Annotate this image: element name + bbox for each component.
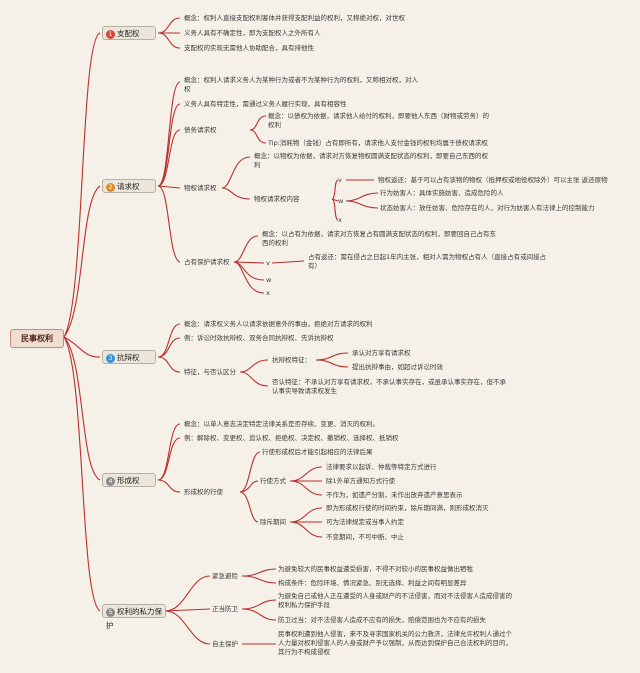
- property-claim-label: 物权请求权: [184, 184, 217, 192]
- b3-examples: 例：诉讼时效抗辩权、双务合同抗辩权、先诉抗辩权: [184, 334, 334, 342]
- exercise-way: 行使方式: [260, 477, 286, 485]
- marker-x: x: [338, 216, 342, 224]
- b2-concept: 概念：权利人请求义务人为某种行为或者不为某种行为的权利，又称相对权，对人权: [184, 76, 418, 93]
- branch-label: 形成权: [117, 476, 140, 485]
- defense-feature-1: 承认对方享有请求权: [352, 349, 411, 357]
- formation-exercise: 形成权的行使: [184, 488, 223, 496]
- b2-duty: 义务人具有特定性，需通过义务人履行实现，具有相容性: [184, 100, 347, 108]
- deny-feature: 否认特征：不承认对方享有请求权，不承认事实存在，或虽承认事实存在，但不承认事实导…: [272, 378, 506, 395]
- debt-claim-label: 债务请求权: [184, 126, 217, 134]
- act-disturber: 行为妨害人：具体实施妨害、造成危险的人: [380, 189, 504, 197]
- branch-label: 支配权: [117, 29, 140, 38]
- self-defense: 正当防卫: [212, 605, 238, 613]
- defense-feature-2: 提出抗辩事由，如超过诉讼时效: [352, 363, 443, 371]
- number-badge: 5: [106, 608, 115, 617]
- branch-label: 抗辩权: [117, 353, 140, 362]
- b4-examples: 例：解除权、变更权、追认权、拒绝权、决定权、撤销权、选择权、抵销权: [184, 434, 399, 442]
- self-protection-text: 民事权利遭到他人侵害，来不及寻求国家机关的公力救济，法律允许权利人通过个人力量对…: [278, 630, 512, 656]
- emergency-item-2: 构成条件：危险环境、情况紧急、别无选择、利益之间有明显差异: [278, 579, 467, 587]
- number-badge: 2: [106, 183, 115, 192]
- exclusion-period: 除斥期间: [260, 518, 286, 526]
- defense-item-1: 为避免自己或他人正在遭受的人身或财产的不法侵害，而对不法侵害人造成侵害的权利私力…: [278, 592, 512, 609]
- emergency-item-1: 为避免较大的民事权益遭受损害，不得不对较小的民事权益做出牺牲: [278, 565, 473, 573]
- property-claim-content: 物权请求权内容: [254, 195, 300, 203]
- emergency-avoidance: 紧急避险: [212, 572, 238, 580]
- marker-v: v: [338, 176, 342, 184]
- period-item-2: 可为法律规定或当事人约定: [326, 518, 404, 526]
- period-item-3: 不变期间，不可中断、中止: [326, 533, 404, 541]
- debt-claim-tip: Tip:消耗物（金钱）占有即所有，请求他人支付金钱的权利均属于债权请求权: [268, 139, 488, 147]
- possession-return: 占有返还：需在侵占之日起1年内主张，相对人需为物权占有人（直接占有或间接占有）: [308, 253, 547, 270]
- formation-note: 行使形成权后才能引起相应的法律后果: [262, 448, 373, 456]
- defense-item-2: 防卫过当：对不法侵害人造成不应有的损失，赔偿范围也为不应有的损失: [278, 616, 486, 624]
- state-disturber: 状态妨害人：放任妨害、危险存在的人，对行为妨害人有法律上的控制能力: [380, 204, 595, 212]
- property-claim-concept: 概念：以物权为依据，请求对方恢复物权圆满支配状态的权利，即要自己东西的权利: [254, 152, 488, 169]
- possession-claim-concept: 概念：以占有为依据，请求对方恢复占有圆满支配状态的权利，即要回自己占有东西的权利: [262, 230, 496, 247]
- b4-concept: 概念：以单人意志决定特定法律关系是否存续、变更、消灭的权利。: [184, 420, 379, 428]
- way-item-1: 法律要求以起诉、仲裁等特定方式进行: [326, 463, 437, 471]
- defense-feature: 抗辩权特征：: [272, 356, 311, 364]
- self-protection: 自主保护: [212, 640, 238, 648]
- marker-w: w: [338, 197, 344, 205]
- b1-duty: 义务人具有不确定性，即为支配权人之外所有人: [184, 29, 321, 37]
- poss-marker-x: x: [266, 289, 270, 297]
- way-item-2: 除1外单方通知方式行使: [326, 477, 396, 485]
- number-badge: 4: [106, 477, 115, 486]
- branch-label: 权利的私力保护: [106, 607, 162, 630]
- root-node: 民事权利: [10, 329, 64, 348]
- poss-marker-v: v: [266, 259, 270, 267]
- poss-marker-w: w: [266, 276, 272, 284]
- number-badge: 3: [106, 354, 115, 363]
- return-original: 物权返还：基于可以占有该物的物权（抵押权或地役权除外）可以主张 返还原物: [378, 176, 608, 184]
- branch-label: 请求权: [117, 182, 140, 191]
- debt-claim-concept: 概念：以债权为依据，请求他人给付的权利，即要他人东西（财物或劳务）的权利: [268, 112, 489, 129]
- possession-claim-label: 占有保护请求权: [184, 258, 230, 266]
- b1-concept: 概念：权利人直接支配权利客体并获得支配利益的权利，又称绝对权，对世权: [184, 14, 405, 22]
- b1-exclusive: 支配权的实现无需他人协助配合，具有排他性: [184, 44, 314, 52]
- b3-concept: 概念：请求权义务人以请求依据意外的事由，拒绝对方请求的权利: [184, 320, 373, 328]
- number-badge: 1: [106, 30, 115, 39]
- way-item-3: 不作为，如遗产分割，未作出放弃遗产意思表示: [326, 491, 463, 499]
- period-item-1: 即为形成权行使的时间约束，除斥期间满，则形成权消灭: [326, 504, 489, 512]
- b3-feature: 特征，与否认区分: [184, 368, 236, 376]
